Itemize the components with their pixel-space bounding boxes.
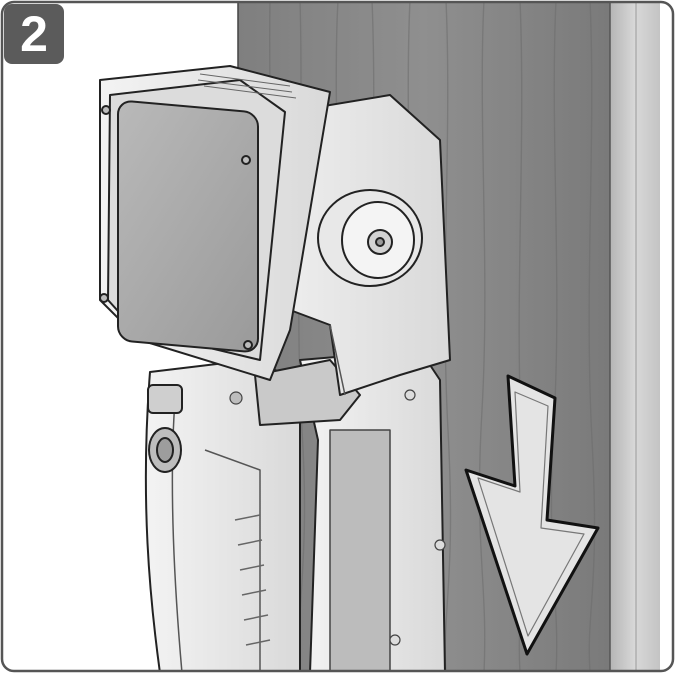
arrow-down-icon: [464, 374, 600, 656]
device-handle: [144, 349, 446, 671]
step-number-badge: 2: [4, 4, 64, 64]
top-vent: [197, 73, 297, 99]
grip-ribs: [234, 514, 271, 646]
mode-dial: [147, 384, 183, 473]
display-head: [99, 65, 331, 381]
